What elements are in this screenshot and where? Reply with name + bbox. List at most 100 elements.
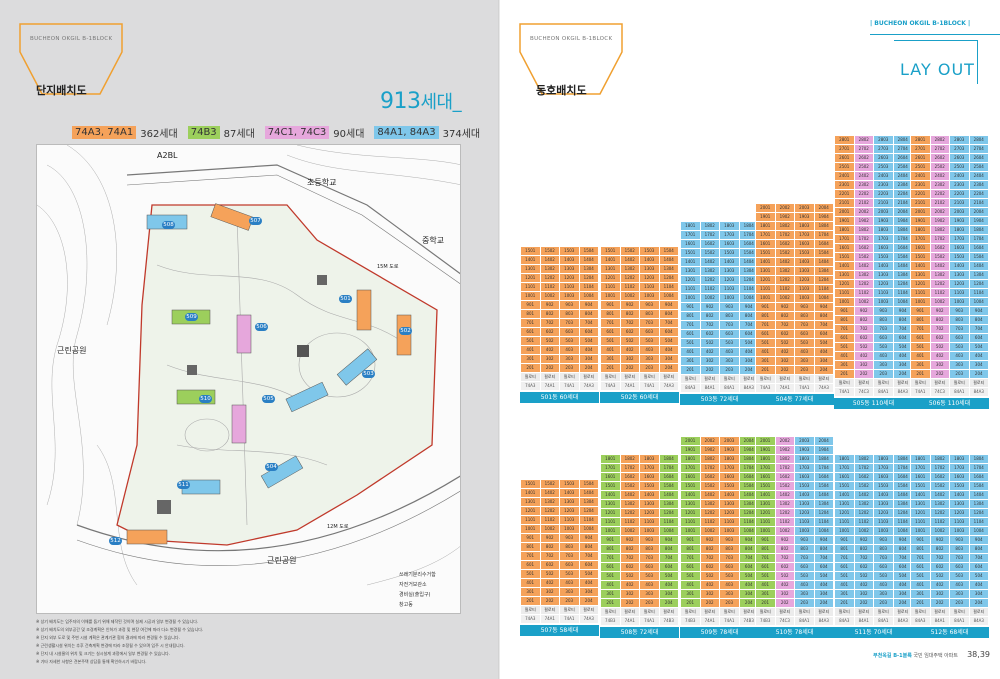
map-block-510: 510 xyxy=(199,395,212,403)
unit-type-cell: 74B3 xyxy=(680,616,701,627)
unit-cell: 202 xyxy=(699,364,720,375)
unit-cell: 2703 xyxy=(873,143,894,154)
unit-cell: 1402 xyxy=(929,489,950,500)
unit-cell: 1002 xyxy=(539,291,560,302)
unit-cell: 1702 xyxy=(774,230,795,241)
unit-cell: 1503 xyxy=(794,481,815,492)
unit-type-cell: 74A1 xyxy=(539,381,560,392)
unit-cell: 1003 xyxy=(639,291,660,302)
unit-cell: 704 xyxy=(968,323,989,334)
unit-cell: 1103 xyxy=(719,283,740,294)
page-numbers: 38,39 xyxy=(967,650,990,659)
unit-cell: 1604 xyxy=(658,471,679,482)
unit-cell: 1502 xyxy=(619,480,640,491)
header-block-name: | BUCHEON OKGIL B-1BLOCK | xyxy=(870,20,971,27)
unit-cell: 801 xyxy=(520,542,541,553)
unit-cell: 304 xyxy=(578,354,599,365)
unit-cell: 2403 xyxy=(949,170,970,181)
unit-cell: 604 xyxy=(658,561,679,572)
unit-cell: 1501 xyxy=(910,251,931,262)
unit-cell: 704 xyxy=(658,552,679,563)
unit-type-cell: 74A1 xyxy=(619,615,640,626)
unit-cell: 802 xyxy=(853,543,874,554)
building-label: 507동 58세대 xyxy=(520,625,599,637)
unit-cell: 1101 xyxy=(910,287,931,298)
unit-cell: 1203 xyxy=(719,274,740,285)
unit-cell: 1303 xyxy=(873,269,894,280)
unit-cell: 502 xyxy=(539,336,560,347)
unit-type-cell: 74A3 xyxy=(578,381,599,392)
unit-cell: 604 xyxy=(968,332,989,343)
unit-cell: 401 xyxy=(755,347,776,358)
unit-cell: 903 xyxy=(559,533,580,544)
unit-cell: 302 xyxy=(699,355,720,366)
unit-cell: 1404 xyxy=(578,488,599,499)
unit-cell: 603 xyxy=(639,561,660,572)
unit-cell: 2803 xyxy=(873,134,894,145)
unit-cell: 1802 xyxy=(929,224,950,235)
label-elementary-school: 초등학교 xyxy=(307,178,337,187)
unit-cell: 1503 xyxy=(794,248,815,259)
unit-cell: 1201 xyxy=(600,273,621,284)
unit-cell: 1101 xyxy=(520,282,541,293)
unit-cell: 1504 xyxy=(813,248,834,259)
unit-cell: 2801 xyxy=(910,134,931,145)
unit-type-cell: 84A3 xyxy=(910,615,931,626)
unit-cell: 504 xyxy=(578,336,599,347)
unit-cell: 202 xyxy=(774,598,795,609)
unit-cell: 1203 xyxy=(949,507,970,518)
unit-cell: 702 xyxy=(619,552,640,563)
unit-type-cell: 74A1 xyxy=(719,616,740,627)
footer-brand: 부천옥길 B-1블록 국민 임대주택 아파트 xyxy=(873,653,958,659)
unit-cell: 1701 xyxy=(755,230,776,241)
site-notes: ※ 상기 배치도는 입주자의 이해를 돕기 위해 제작된 것이며 실제 시공과 … xyxy=(36,618,466,666)
unit-cell: 803 xyxy=(873,314,894,325)
unit-cell: 1501 xyxy=(680,481,701,492)
unit-cell: 1803 xyxy=(719,220,740,231)
unit-cell: 1103 xyxy=(949,516,970,527)
unit-cell: 1202 xyxy=(619,507,640,518)
unit-cell: 601 xyxy=(600,561,621,572)
unit-cell: 701 xyxy=(755,320,776,331)
unit-type-cell: 74A1 xyxy=(539,614,560,625)
unit-cell: 필로티 xyxy=(853,377,874,388)
unit-cell: 1703 xyxy=(719,229,740,240)
unit-cell: 2002 xyxy=(774,436,795,447)
unit-cell: 1104 xyxy=(813,517,834,528)
unit-cell: 1401 xyxy=(600,255,621,266)
unit-cell: 1002 xyxy=(929,296,950,307)
header-rule xyxy=(870,34,1000,35)
unit-cell: 필로티 xyxy=(719,607,740,618)
unit-cell: 1003 xyxy=(719,526,740,537)
unit-cell: 404 xyxy=(658,345,679,356)
unit-cell: 2604 xyxy=(968,152,989,163)
map-block-503: 503 xyxy=(362,370,375,378)
unit-cell: 503 xyxy=(873,341,894,352)
unit-cell: 802 xyxy=(774,544,795,555)
unit-cell: 1503 xyxy=(873,251,894,262)
unit-cell: 1601 xyxy=(600,471,621,482)
unit-type-cell: 74A1 xyxy=(639,381,660,392)
unit-cell: 202 xyxy=(853,368,874,379)
unit-cell: 402 xyxy=(853,579,874,590)
note-line: ※ 단지 내 시설물의 위치 및 크기는 실시설계 과정에서 일부 변경될 수 … xyxy=(36,651,170,656)
unit-cell: 304 xyxy=(813,356,834,367)
unit-cell: 필로티 xyxy=(813,607,834,618)
unit-cell: 201 xyxy=(600,363,621,374)
legend-chip-84a: 84A1, 84A3 xyxy=(374,125,439,139)
unit-cell: 1301 xyxy=(600,498,621,509)
unit-cell: 904 xyxy=(968,534,989,545)
legend-count-74a: 362세대 xyxy=(140,128,178,140)
unit-cell: 502 xyxy=(539,569,560,580)
unit-cell: 201 xyxy=(755,598,776,609)
right-page: BUCHEON OKGIL B-1BLOCK 동호배치도 | BUCHEON O… xyxy=(500,0,1000,679)
unit-cell: 1304 xyxy=(968,498,989,509)
unit-cell: 602 xyxy=(929,332,950,343)
unit-cell: 1101 xyxy=(520,515,541,526)
unit-cell: 1403 xyxy=(873,260,894,271)
unit-cell: 902 xyxy=(619,300,640,311)
unit-cell: 402 xyxy=(539,578,560,589)
